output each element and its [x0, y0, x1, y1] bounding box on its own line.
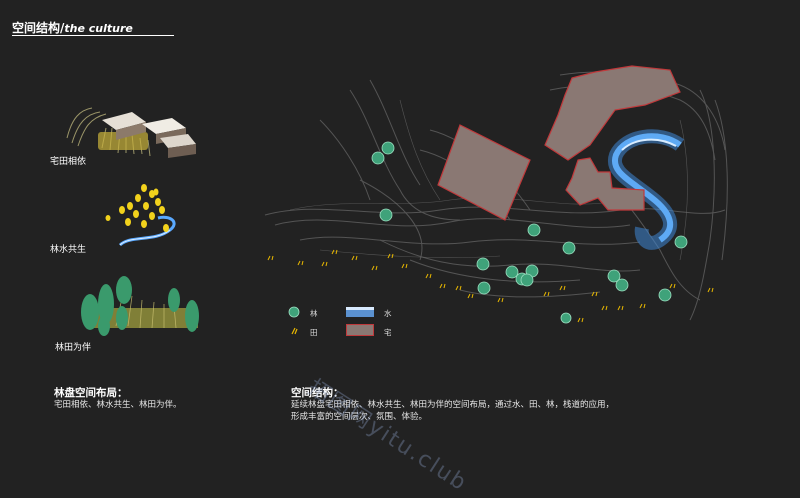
title-underline [12, 35, 174, 36]
legend-forest-label: 林 [310, 309, 318, 318]
legend-house-icon [346, 324, 374, 336]
label-forest-water: 林水共生 [50, 245, 87, 255]
label-house-field: 宅田相依 [50, 157, 87, 167]
forest-water-illustration [105, 184, 176, 247]
left-heading: 林盘空间布局： [54, 387, 128, 399]
legend-forest-icon [288, 306, 300, 318]
legend-water-label: 水 [384, 309, 392, 318]
house-field-illustration [66, 107, 196, 158]
description-heading: 空间结构： [291, 387, 344, 399]
legend-water-icon [346, 307, 374, 317]
legend-field-icon [291, 327, 298, 335]
site-plan [264, 65, 728, 324]
legend-house-label: 宅 [384, 328, 392, 337]
description-line-2: 形成丰富的空间层次、氛围、体验。 [291, 412, 428, 422]
description-line-1: 延续林盘宅田相依、林水共生、林田为伴的空间布局，通过水、田、林，栈道的应用， [291, 400, 615, 410]
title-main: 空间结构/ [12, 21, 65, 35]
label-forest-field: 林田为伴 [55, 343, 92, 353]
section-title: 空间结构/the culture [12, 19, 133, 36]
left-text: 宅田相依、林水共生、林田为伴。 [54, 400, 182, 410]
title-sub: the culture [64, 22, 133, 35]
legend-field-label: 田 [310, 328, 318, 337]
watermark: 拓图网yitu.club [303, 375, 472, 497]
forest-field-illustration [81, 276, 199, 336]
